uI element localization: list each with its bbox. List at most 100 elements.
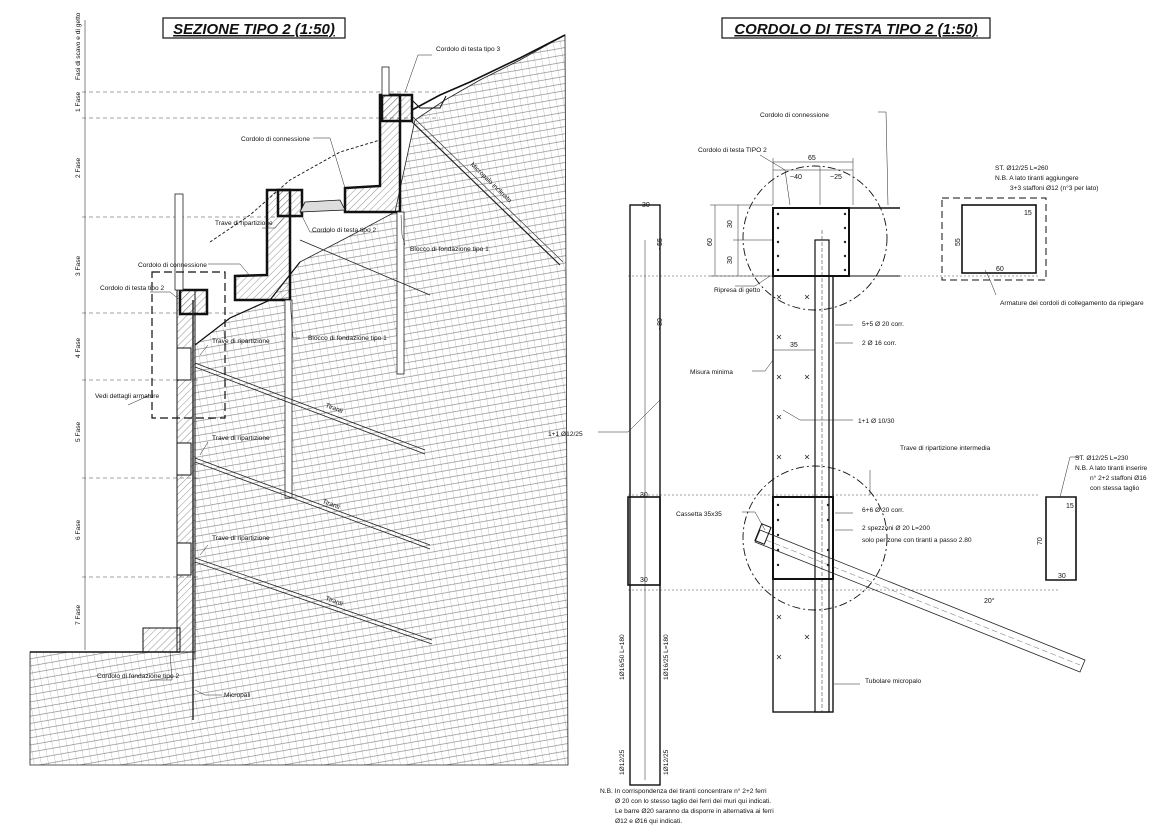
label-cassetta: Cassetta 35x35 [676, 511, 722, 518]
phase-5: 5 Fase [75, 422, 82, 442]
dim-55-b: 55 [955, 238, 962, 246]
label-vert-bar-1: 1Ø16/50 L=180 [619, 634, 626, 680]
label-trave-ripartizione-2: Trave di ripartizione [212, 435, 270, 442]
label-st-top-note-1: N.B. A lato tiranti aggiungere [995, 175, 1079, 182]
detail-circle-mid [742, 465, 888, 611]
wall-section [772, 275, 834, 713]
label-trave-intermedia: Trave di ripartizione intermedia [900, 445, 991, 452]
dim-30-f: 30 [1058, 573, 1066, 580]
tieback-1-edge [194, 366, 426, 455]
phase-6: 6 Fase [75, 520, 82, 540]
right-title: CORDOLO DI TESTA TIPO 2 (1:50) [734, 21, 977, 38]
ground-mass [29, 34, 569, 766]
dim-35: 35 [790, 342, 798, 349]
label-cordolo-testa-2-left: Cordolo di testa tipo 2 [100, 285, 164, 292]
label-blocco-fondazione-right: Blocco di fondazione tipo 1 [410, 246, 489, 253]
anchor-bar [754, 529, 1086, 673]
phase-7: 7 Fase [75, 605, 82, 625]
note-line-3: Le barre Ø20 saranno da disporre in alte… [615, 808, 774, 815]
label-st-mid-note-1: N.B. A lato tiranti inserire [1075, 465, 1148, 472]
dim-30-c: 30 [642, 202, 650, 209]
anchor-box [754, 523, 772, 545]
note-line-2: Ø 20 con lo stesso taglio dei ferri dei … [615, 798, 771, 805]
head-curb-mid [276, 188, 304, 218]
label-bars-secondary: 2 Ø 16 corr. [862, 340, 897, 347]
label-vert-bar-3: 1Ø12/25 [619, 749, 626, 775]
dim-15-a: 15 [1024, 210, 1032, 217]
label-st-mid-note-2: n° 2+2 staffoni Ø16 [1090, 474, 1147, 482]
label-misura-minima: Misura minima [690, 369, 733, 376]
label-st-top-note-2: 3+3 staffoni Ø12 (n°3 per lato) [1010, 184, 1098, 192]
label-st-mid: ST. Ø12/25 L=230 [1075, 455, 1129, 462]
dim-40: ~40 [790, 174, 802, 181]
label-spezzoni-note: solo per zone con tiranti a passo 2.80 [862, 537, 972, 544]
label-trave-ripartizione-3: Trave di ripartizione [212, 535, 270, 542]
tieback-1 [194, 362, 426, 451]
tieback-3-edge [194, 561, 433, 645]
dim-30-d: 30 [640, 492, 648, 499]
label-armature-cordoli: Armature dei cordoli di collegamento da … [1000, 300, 1144, 307]
label-cordolo-fondazione: Cordolo di fondazione tipo 2 [97, 673, 179, 680]
label-tubolare: Tubolare micropalo [865, 678, 922, 685]
label-stirrups: 1+1 Ø 10/30 [858, 418, 895, 425]
stirrup-mid [1045, 496, 1077, 581]
dim-30-b: 30 [727, 256, 734, 264]
original-ground-line [209, 139, 381, 243]
dim-15-b: 15 [1066, 503, 1074, 510]
micropile-mid [284, 299, 293, 499]
label-micropali: Micropali [224, 692, 251, 699]
intermediate-beam-section [772, 496, 834, 580]
inclined-micropile [409, 119, 561, 266]
detail-circle-top [742, 165, 888, 311]
label-ripresa-getto: Ripresa di getto [714, 287, 761, 294]
dim-30-a: 30 [727, 220, 734, 228]
phase-1: 1 Fase [75, 92, 82, 112]
label-st-mid-note-3: con stessa taglio [1090, 485, 1139, 492]
dim-60: 60 [707, 238, 714, 246]
rebar-marks [776, 294, 810, 660]
dim-30-e: 30 [640, 577, 648, 584]
phase-header: Fasi di scavo e di getto [75, 12, 82, 80]
top-drain [411, 95, 447, 109]
label-cordolo-connessione-mid: Cordolo di connessione [138, 262, 207, 269]
left-rebar-column [629, 204, 661, 786]
label-cordolo-connessione: Cordolo di connessione [760, 112, 829, 119]
label-vert-bar-4: 1Ø12/25 [663, 749, 670, 775]
tieback-3 [194, 557, 433, 641]
left-title: SEZIONE TIPO 2 (1:50) [173, 21, 335, 38]
label-cordolo-connessione-top: Cordolo di connessione [241, 136, 310, 143]
distribution-beam-3 [176, 542, 192, 576]
dim-60-b: 60 [996, 266, 1004, 273]
phase-3: 3 Fase [75, 256, 82, 276]
micropile-left-top [174, 193, 184, 291]
micropile-right [396, 211, 405, 375]
label-cordolo-testa-2-mid: Cordolo di testa tipo 2 [312, 227, 376, 234]
note-line-4: Ø12 e Ø16 qui indicati. [615, 818, 682, 825]
head-curb-top [380, 93, 414, 123]
label-trave-ripartizione-top: Trave di ripartizione [215, 220, 273, 227]
rebar-dots [776, 212, 847, 567]
slope-profile [411, 34, 566, 111]
curb-detail-view: CORDOLO DI TESTA TIPO 2 (1:50) [548, 17, 1148, 825]
label-cordolo-testa-2: Cordolo di testa TIPO 2 [698, 147, 767, 154]
stirrup-top-frame [941, 197, 1047, 281]
anchor-axis [765, 539, 1081, 666]
label-bars-beam: 6+6 Ø 20 corr. [862, 507, 904, 514]
distribution-beam-2 [176, 442, 192, 476]
dim-55: ~55 [657, 238, 664, 250]
label-st-top: ST. Ø12/25 L=260 [995, 165, 1049, 172]
inclined-micropile-edge [412, 116, 564, 263]
note-line-1: N.B. In corrispondenza dei tiranti conce… [600, 787, 767, 795]
section-view: SEZIONE TIPO 2 (1:50) Fasi di scavo e di… [29, 12, 569, 766]
dim-25: ~25 [830, 174, 842, 181]
label-vedi-dettagli: Vedi dettagli armature [95, 393, 159, 400]
head-curb-section [772, 207, 850, 277]
label-left-stirrups: 1+1 Ø12/25 [548, 431, 583, 438]
stirrup-top [961, 204, 1037, 274]
left-title-frame [162, 17, 346, 39]
label-trave-ripartizione-1: Trave di ripartizione [212, 338, 270, 345]
label-bars-main: 5+5 Ø 20 corr. [862, 321, 904, 328]
connection-curb [299, 199, 346, 213]
